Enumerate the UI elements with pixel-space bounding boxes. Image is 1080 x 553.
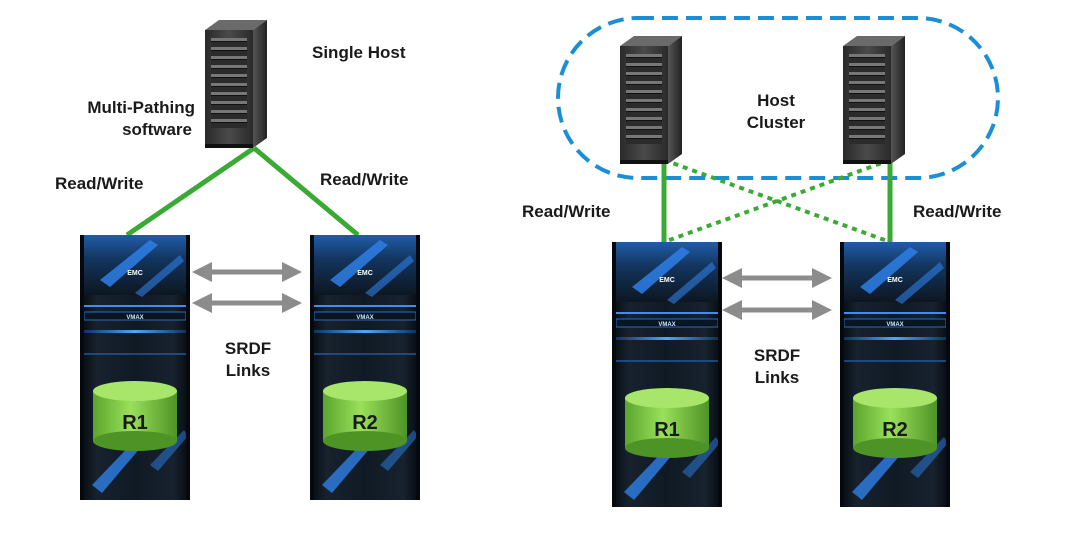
multipath-label-line2: software xyxy=(122,120,192,139)
host-cluster-label-line2: Cluster xyxy=(747,113,806,132)
single-host-label: Single Host xyxy=(312,43,406,62)
multipath-label-line1: Multi-Pathing xyxy=(87,98,195,117)
left-array-r2: EMC VMAX R2 xyxy=(309,234,421,501)
single-host-server-icon xyxy=(205,20,267,148)
array-brand-label: EMC xyxy=(127,270,143,277)
right-srdf-label-line2: Links xyxy=(755,368,799,387)
r1-volume-label: R1 xyxy=(122,412,148,434)
array-model-label: VMAX xyxy=(126,315,143,321)
left-host-to-r2-link xyxy=(252,146,360,237)
r2-volume-label: R2 xyxy=(882,419,908,441)
left-diagram: Single Host Multi-Pathing software Read/… xyxy=(55,20,421,501)
array-model-label: VMAX xyxy=(356,315,373,321)
left-host-to-r1-link xyxy=(125,145,256,238)
left-array-r1: EMC VMAX R1 xyxy=(79,234,191,501)
array-model-label: VMAX xyxy=(886,322,903,328)
left-srdf-label-line2: Links xyxy=(226,361,270,380)
left-read-write-label-right: Read/Write xyxy=(320,170,409,189)
array-brand-label: EMC xyxy=(659,277,675,284)
cluster-host-1-server-icon xyxy=(620,36,682,164)
right-array-r1: EMC VMAX R1 xyxy=(611,241,723,508)
host-cluster-label-line1: Host xyxy=(757,91,795,110)
cluster-host-2-server-icon xyxy=(843,36,905,164)
array-brand-label: EMC xyxy=(357,270,373,277)
right-read-write-label-right: Read/Write xyxy=(913,202,1002,221)
r1-volume-label: R1 xyxy=(654,419,680,441)
right-read-write-label-left: Read/Write xyxy=(522,202,611,221)
right-srdf-label-line1: SRDF xyxy=(754,346,800,365)
array-model-label: VMAX xyxy=(658,322,675,328)
right-array-r2: EMC VMAX R2 xyxy=(839,241,951,508)
host-cluster-boundary xyxy=(556,16,1000,180)
array-brand-label: EMC xyxy=(887,277,903,284)
right-host2-to-r1-link xyxy=(663,158,891,244)
right-diagram: Host Cluster Read/Write Read/Write EMC V… xyxy=(522,16,1002,508)
left-srdf-label-line1: SRDF xyxy=(225,339,271,358)
r2-volume-label: R2 xyxy=(352,412,378,434)
left-read-write-label-left: Read/Write xyxy=(55,174,144,193)
